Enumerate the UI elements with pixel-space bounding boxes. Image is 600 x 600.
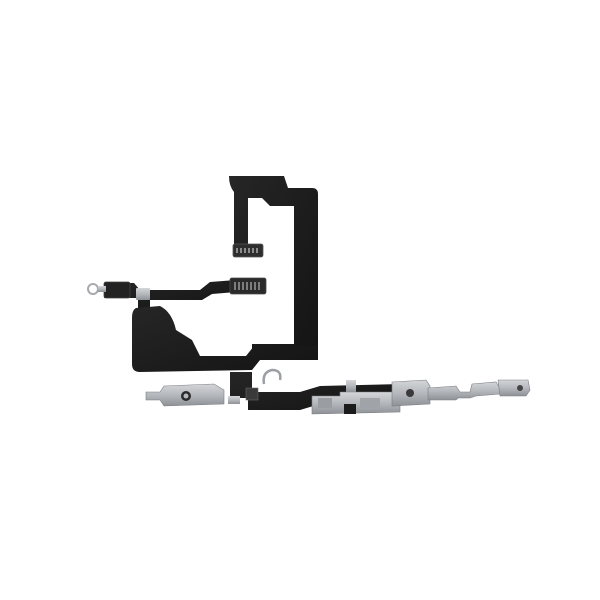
center-shield-window-1 bbox=[318, 398, 332, 408]
microphone-module bbox=[103, 281, 131, 299]
right-metal-rail bbox=[427, 381, 501, 401]
left-bracket-screw bbox=[183, 393, 189, 399]
center-shield-window-2 bbox=[360, 398, 380, 408]
mic-ring-metal bbox=[87, 283, 99, 295]
bottom-flex-tab bbox=[344, 404, 356, 414]
small-metal-tab bbox=[228, 396, 240, 404]
end-tab-hole bbox=[517, 385, 523, 391]
shield-tab-a bbox=[346, 380, 356, 392]
mic-tab-metal bbox=[98, 286, 106, 292]
end-metal-tab bbox=[497, 379, 531, 397]
middle-connector-pins bbox=[234, 282, 260, 290]
middle-bracket bbox=[136, 288, 150, 300]
upper-flex-loop bbox=[229, 176, 318, 360]
small-connector-square bbox=[245, 387, 259, 401]
right-bracket-hole bbox=[406, 389, 414, 397]
flash-pad-block bbox=[132, 306, 318, 372]
upper-connector-pins bbox=[236, 248, 258, 253]
hook-clip bbox=[262, 368, 282, 385]
